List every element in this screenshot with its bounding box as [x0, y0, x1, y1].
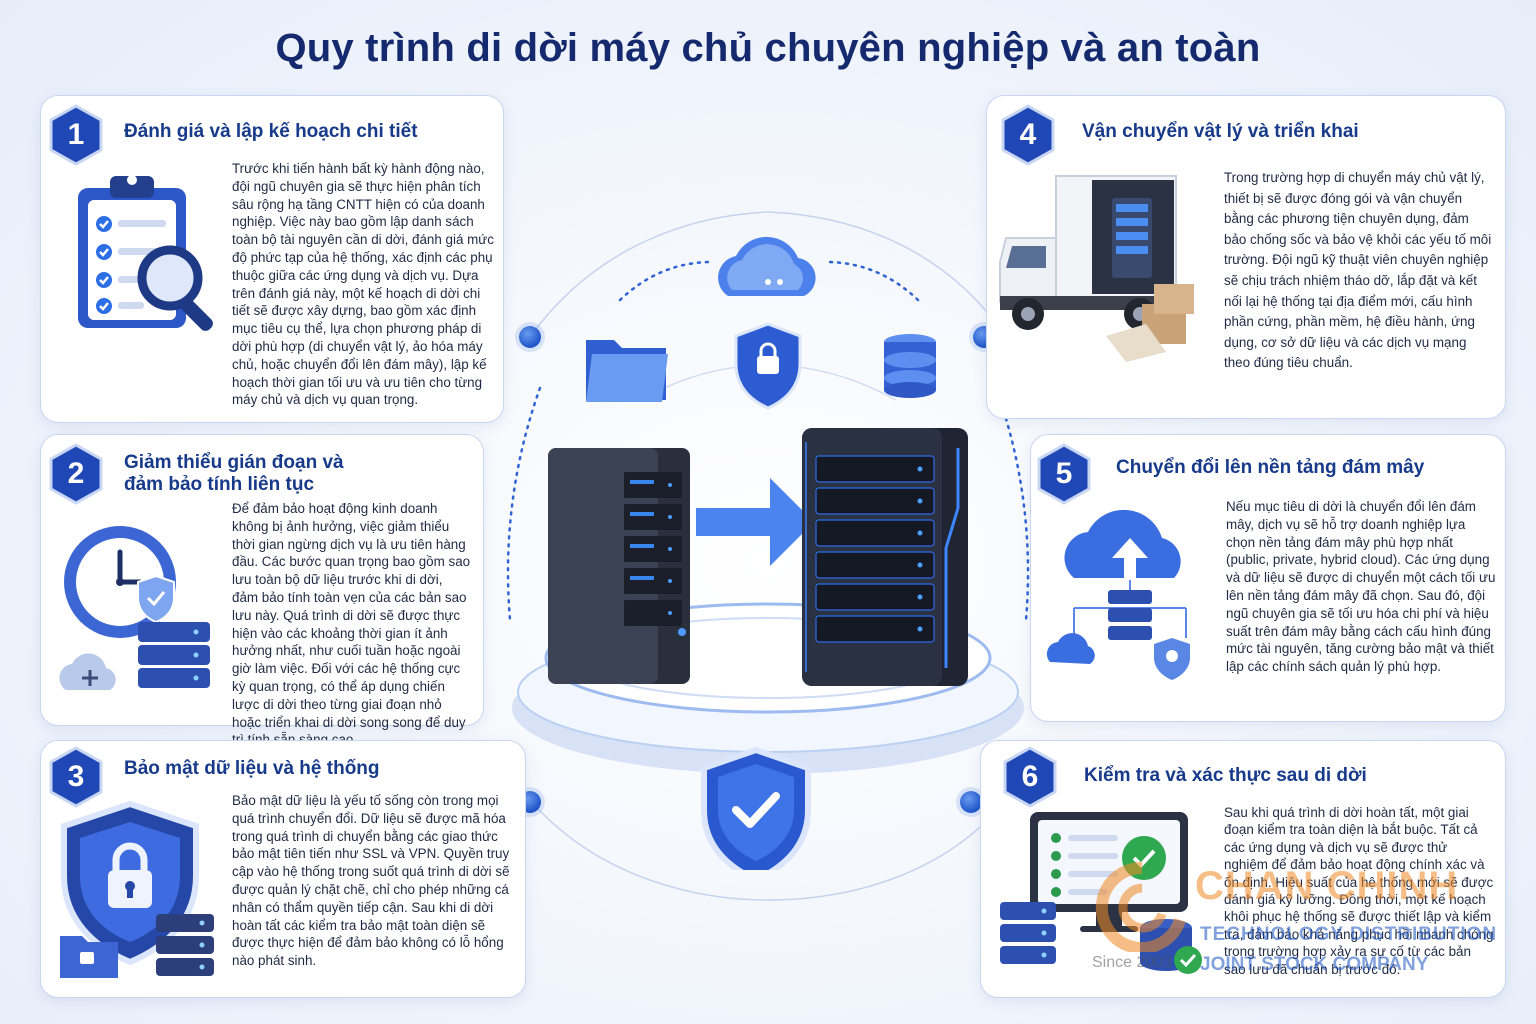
- step-title-3: Bảo mật dữ liệu và hệ thống: [124, 758, 380, 779]
- connector-dot: [960, 791, 982, 813]
- step-title-5: Chuyển đổi lên nền tảng đám mây: [1116, 457, 1425, 478]
- step-text-5: Nếu mục tiêu di dời là chuyển đổi lên đá…: [1226, 499, 1496, 675]
- clock-shield-server-icon: [59, 526, 210, 690]
- step-text-4: Trong trường hợp di chuyển máy chủ vật l…: [1224, 170, 1492, 371]
- cloud-icon: [718, 236, 816, 296]
- shield-lock-icon: [60, 800, 214, 978]
- old-server-icon: [548, 448, 690, 684]
- shield-lock-icon: [734, 322, 802, 410]
- step-text-6: Sau khi quá trình di dời hoàn tất, một g…: [1224, 805, 1494, 977]
- delivery-truck-icon: [999, 175, 1194, 362]
- migration-arrow-icon: [696, 478, 814, 566]
- step-badge-5: 5: [1036, 443, 1092, 505]
- folder-icon: [586, 340, 668, 402]
- step-badge-6: 6: [1002, 746, 1058, 808]
- database-icon: [884, 334, 936, 398]
- shield-check-icon: [701, 746, 811, 870]
- step-badge-2: 2: [48, 443, 104, 505]
- cloud-upload-icon: [1046, 509, 1190, 680]
- step-text-3: Bảo mật dữ liệu là yếu tố sống còn trong…: [232, 793, 510, 969]
- step-title-4: Vận chuyển vật lý và triển khai: [1082, 121, 1359, 142]
- connector-dot: [519, 326, 541, 348]
- server-migration-illustration: [512, 236, 1024, 870]
- step-badge-4: 4: [1000, 104, 1056, 166]
- step-text-2: Để đảm bảo hoạt động kinh doanh không bị…: [232, 501, 471, 747]
- step-text-1: Trước khi tiến hành bất kỳ hành động nào…: [232, 161, 494, 408]
- step-badge-3: 3: [48, 746, 104, 808]
- step-title-6: Kiểm tra và xác thực sau di dời: [1084, 765, 1367, 786]
- new-server-icon: [802, 428, 968, 686]
- step-title-2: Giảm thiểu gián đoạn và đảm bảo tính liê…: [124, 452, 344, 495]
- page-title: Quy trình di dời máy chủ chuyên nghiệp v…: [275, 26, 1261, 70]
- step-badge-1: 1: [48, 104, 104, 166]
- step-title-1: Đánh giá và lập kế hoạch chi tiết: [124, 121, 418, 142]
- clipboard-checklist-icon: [78, 175, 213, 331]
